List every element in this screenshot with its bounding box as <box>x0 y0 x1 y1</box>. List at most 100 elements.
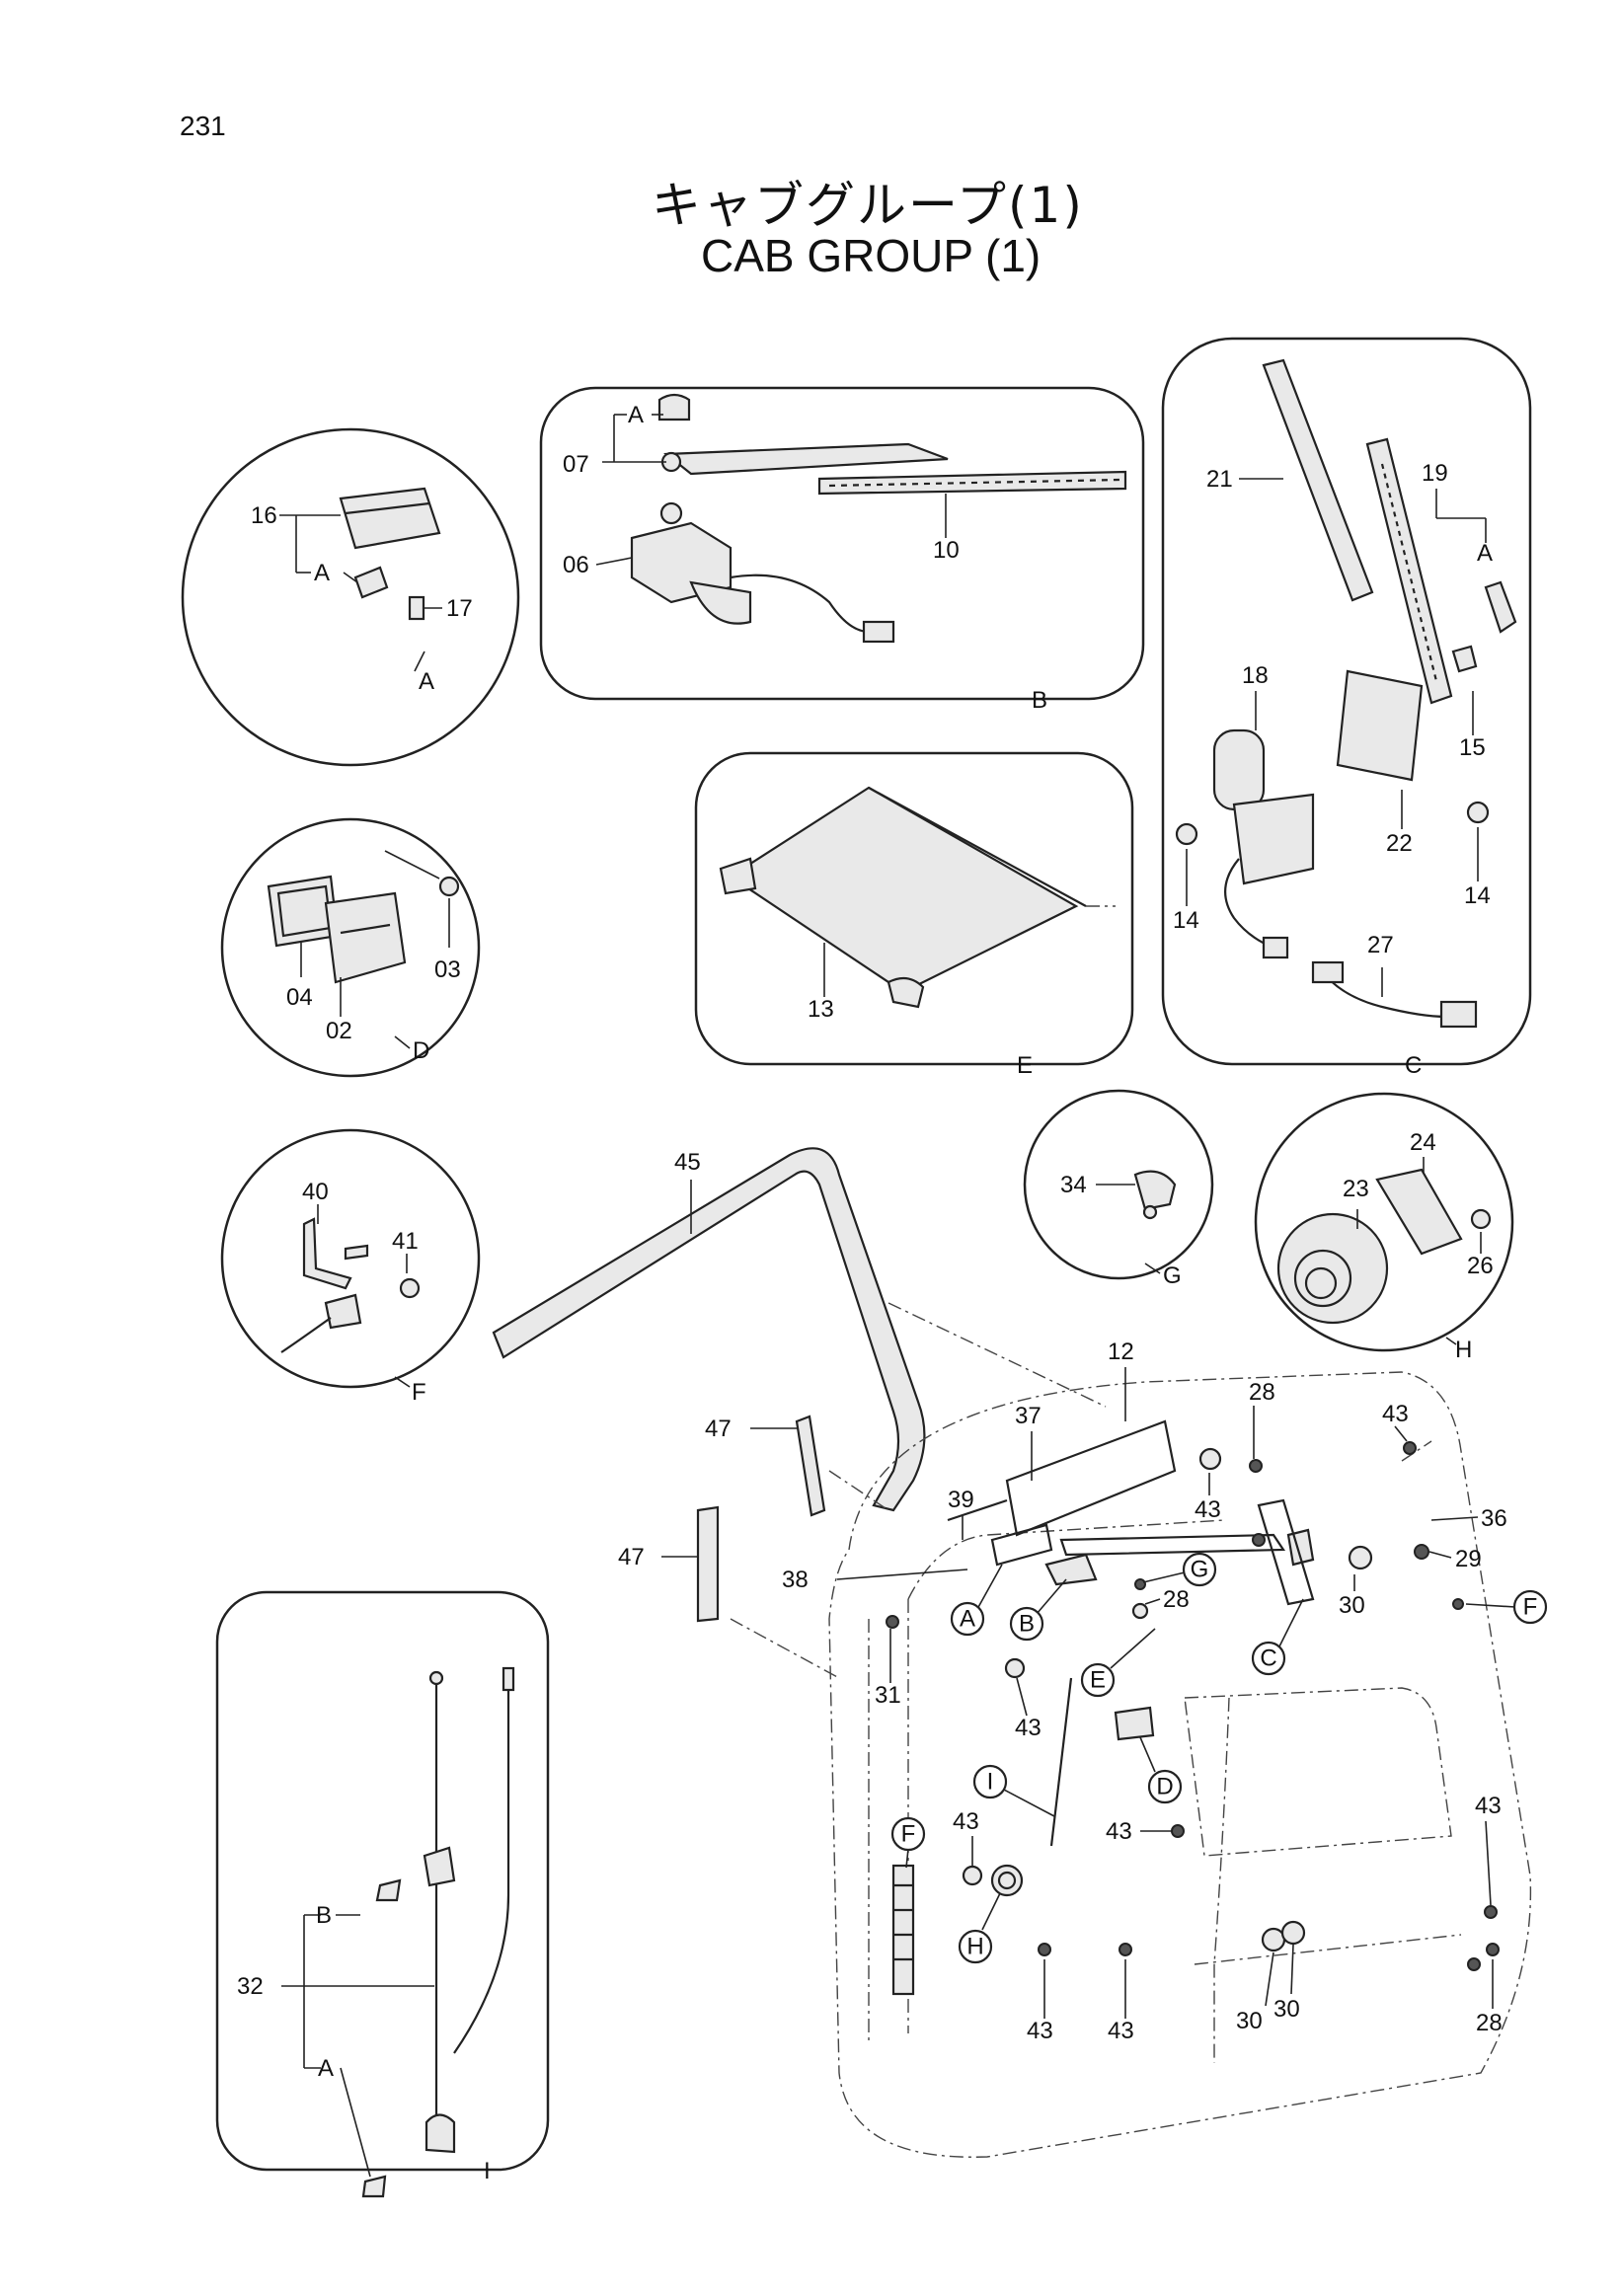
part-label-15: 15 <box>1459 734 1486 761</box>
handle-02 <box>324 891 407 984</box>
part-label-43: 43 <box>953 1808 979 1835</box>
detail-i-frame <box>215 1590 550 2172</box>
nut-31 <box>886 1615 899 1629</box>
light-housing <box>339 487 441 550</box>
shade-13 <box>728 786 1079 994</box>
svg-text:I: I <box>987 1769 994 1796</box>
detail-b-frame <box>539 386 1145 701</box>
detail-f-frame <box>220 1128 481 1389</box>
part-label-47: 47 <box>618 1544 645 1570</box>
part-label-21: 21 <box>1206 466 1233 493</box>
detail-label-i: I <box>484 2158 491 2184</box>
nut-29 <box>1414 1544 1429 1560</box>
screw-03 <box>438 876 460 897</box>
part-label-43: 43 <box>1027 2018 1053 2044</box>
screw-17 <box>408 595 425 621</box>
detail-label-d: D <box>413 1037 429 1064</box>
trim-47-upper <box>795 1415 826 1517</box>
callout-bubble-f-lower: F <box>890 1816 926 1869</box>
part-label-39: 39 <box>948 1487 974 1513</box>
handle-d <box>1114 1706 1155 1741</box>
svg-text:C: C <box>1260 1645 1276 1672</box>
wiper-cap <box>657 393 691 421</box>
connector <box>324 1293 362 1330</box>
part-label-28: 28 <box>1249 1379 1275 1406</box>
callout-bubble-i: I <box>972 1764 1055 1817</box>
grommet-30 <box>1348 1545 1373 1570</box>
bolt-43-right <box>1484 1905 1498 1919</box>
detail-h-speaker: 24 23 26 H <box>1254 1092 1514 1363</box>
part-label-14: 14 <box>1173 907 1199 934</box>
detail-d-door-handle: 03 04 02 D <box>220 817 481 1078</box>
svg-text:E: E <box>1090 1667 1106 1694</box>
page-number: 231 <box>180 111 226 141</box>
knob-43-mid <box>1004 1657 1026 1679</box>
bolt-14-left <box>1175 822 1198 846</box>
reference-label-a: A <box>1477 540 1493 567</box>
connector <box>862 620 895 644</box>
part-label-06: 06 <box>563 552 589 578</box>
detail-label-g: G <box>1163 1263 1182 1289</box>
part-label-34: 34 <box>1060 1172 1087 1198</box>
detail-b-front-wiper: A 07 06 10 B <box>539 386 1145 714</box>
detail-label-h: H <box>1455 1337 1472 1363</box>
svg-text:D: D <box>1156 1774 1173 1800</box>
svg-text:B: B <box>1019 1611 1035 1638</box>
grommet-30-a <box>1261 1927 1286 1952</box>
part-label-47: 47 <box>705 1416 732 1442</box>
connector <box>1262 936 1289 959</box>
detail-a-frame <box>181 427 520 767</box>
detail-e-sun-shade: 13 E <box>694 751 1134 1079</box>
svg-text:G: G <box>1191 1557 1209 1583</box>
part-label-43: 43 <box>1106 1818 1132 1845</box>
part-label-12: 12 <box>1108 1339 1134 1365</box>
part-label-14: 14 <box>1464 882 1491 909</box>
part-label-04: 04 <box>286 984 313 1011</box>
bolt-43-b <box>1119 1943 1132 1956</box>
part-label-29: 29 <box>1455 1546 1482 1572</box>
bolt-43-a <box>1038 1943 1051 1956</box>
bracket-22 <box>1336 669 1424 782</box>
bolt-41 <box>399 1277 421 1299</box>
callout-bubble-h: H <box>958 1892 1001 1964</box>
part-label-43: 43 <box>1475 1793 1502 1819</box>
part-label-45: 45 <box>674 1149 701 1176</box>
part-label-38: 38 <box>782 1567 809 1593</box>
part-label-07: 07 <box>563 451 589 478</box>
callout-bubble-c: C <box>1251 1598 1304 1676</box>
harness-27 <box>1439 1000 1478 1029</box>
nut-28 <box>1249 1459 1263 1473</box>
part-label-22: 22 <box>1386 830 1413 857</box>
part-label-16: 16 <box>251 502 277 529</box>
part-label-43: 43 <box>1195 1496 1221 1523</box>
wiper-blade-21 <box>1262 358 1374 602</box>
relay-panel <box>891 1864 915 1996</box>
detail-c-frame <box>1161 337 1532 1066</box>
part-label-31: 31 <box>875 1682 901 1709</box>
svg-text:H: H <box>966 1934 983 1960</box>
detail-i-antenna: B 32 A I <box>215 1590 550 2198</box>
svg-text:F: F <box>901 1821 916 1848</box>
part-label-02: 02 <box>326 1018 352 1044</box>
nut-28-lower <box>1131 1602 1149 1620</box>
part-label-28: 28 <box>1476 2010 1503 2036</box>
part-label-32: 32 <box>237 1973 264 2000</box>
part-label-30: 30 <box>1339 1592 1365 1619</box>
knob-43-low <box>962 1865 983 1886</box>
weather-strip-45 <box>492 1147 926 1512</box>
light-a <box>990 1523 1053 1567</box>
part-label-43: 43 <box>1382 1401 1409 1427</box>
callout-bubble-g: G <box>1142 1552 1217 1587</box>
screw-26 <box>1470 1208 1492 1230</box>
detail-label-a: A <box>419 668 434 695</box>
part-label-03: 03 <box>434 957 461 983</box>
part-label-19: 19 <box>1422 460 1448 487</box>
part-label-40: 40 <box>302 1179 329 1205</box>
part-label-41: 41 <box>392 1228 419 1255</box>
part-label-17: 17 <box>446 595 473 622</box>
part-label-37: 37 <box>1015 1403 1041 1429</box>
callout-bubble-d: D <box>1139 1736 1183 1804</box>
cab-frame <box>828 1371 1532 2158</box>
part-label-30: 30 <box>1236 2008 1263 2034</box>
part-label-28: 28 <box>1163 1586 1190 1613</box>
